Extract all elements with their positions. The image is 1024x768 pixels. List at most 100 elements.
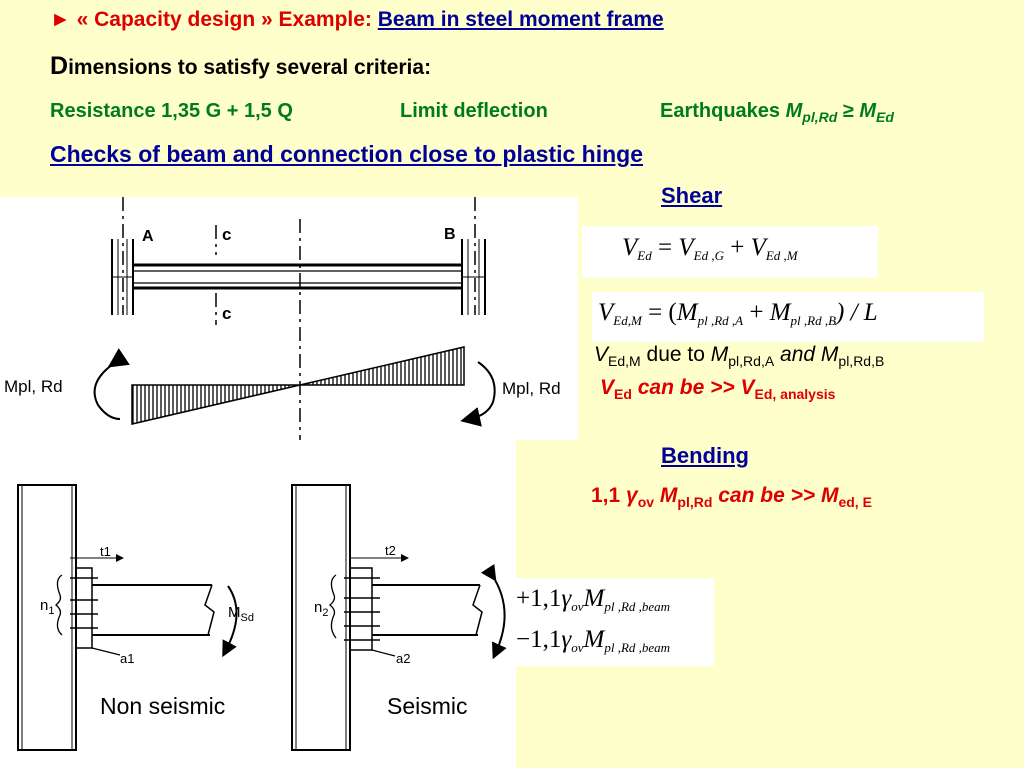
earthquakes-m1-sub: pl,Rd (802, 109, 838, 125)
bending-eq-plus: +1,1γovMpl ,Rd ,beam (516, 585, 670, 613)
eq2-lhs-sub: Ed,M (613, 313, 642, 328)
note1-due: due to (640, 343, 711, 366)
bending-factor: 1,1 (591, 484, 627, 507)
slide-subtitle: Dimensions to satisfy several criteria: (50, 52, 431, 81)
eq2-end: ) / L (836, 299, 878, 326)
eq2-m: M (676, 299, 698, 326)
eq2-v: V (598, 299, 614, 326)
beam-structure (111, 239, 486, 315)
shear-note-1: VEd,M due to Mpl,Rd,A and Mpl,Rd,B (594, 343, 885, 369)
shear-heading: Shear (661, 183, 723, 208)
section-lines (122, 197, 476, 440)
note1-mb-sub: pl,Rd,B (838, 353, 885, 369)
label-c-bottom: c (222, 304, 231, 323)
note2-v: V (600, 376, 615, 399)
eqp-gamma: γ (561, 585, 572, 612)
earthquakes-m2: M (859, 100, 877, 122)
moment-right-label: Mpl, Rd (502, 379, 561, 398)
eq1-equals: = (651, 234, 679, 261)
slide-title: ► « Capacity design » Example: Beam in s… (50, 8, 664, 32)
eqp-sub: pl ,Rd ,beam (604, 599, 671, 614)
eq1-vm-sub: Ed ,M (765, 248, 798, 263)
moment-left-label: Mpl, Rd (4, 377, 63, 396)
moment-diagram (131, 346, 465, 425)
shear-note-2: VEd can be >> VEd, analysis (600, 376, 836, 402)
title-link[interactable]: Beam in steel moment frame (377, 8, 664, 31)
bending-can: can be >> (712, 484, 821, 507)
bending-m2-sub: ed, E (838, 494, 872, 510)
eq1-v: V (622, 234, 638, 261)
note2-v2: V (740, 376, 755, 399)
subtitle-rest: imensions to satisfy several criteria: (68, 56, 432, 79)
earthquakes-prefix: Earthquakes (660, 100, 786, 122)
eqm-ov: ov (571, 640, 584, 655)
shear-equation-1-box (582, 226, 878, 278)
moment-sd-arrow-icon (222, 585, 238, 658)
connection-seismic (291, 484, 507, 751)
moment-arrow-left-icon (93, 348, 130, 420)
criterion-earthquakes: Earthquakes Mpl,Rd ≥ MEd (660, 100, 894, 125)
note1-m: M (710, 343, 729, 366)
criterion-deflection: Limit deflection (400, 100, 548, 122)
a1-label: a1 (120, 651, 134, 666)
bending-m2: M (820, 484, 839, 507)
earthquakes-ge: ≥ (837, 100, 860, 122)
note2-can: can be >> (631, 376, 741, 399)
eq1-vg-sub: Ed ,G (693, 248, 724, 263)
caption-non-seismic: Non seismic (100, 693, 226, 720)
subtitle-first-letter: D (50, 52, 69, 80)
eqp-ov: ov (571, 599, 584, 614)
eq1-plus: + (723, 234, 751, 261)
shear-equation-1: VEd = VEd ,G + VEd ,M (622, 234, 798, 262)
bending-eq-minus: −1,1γovMpl ,Rd ,beam (516, 626, 670, 654)
checks-heading: Checks of beam and connection close to p… (50, 141, 644, 167)
earthquakes-m2-sub: Ed (876, 109, 894, 125)
earthquakes-m1: M (785, 100, 803, 122)
t1-label: t1 (100, 544, 111, 559)
caption-seismic: Seismic (387, 693, 468, 720)
shear-equation-2-box (592, 292, 984, 342)
eq2-mb-sub: pl ,Rd ,B (790, 313, 837, 328)
connection-non-seismic (17, 484, 238, 751)
moment-seismic-arrow-icon (480, 563, 507, 660)
criterion-resistance: Resistance 1,35 G + 1,5 Q (50, 100, 293, 122)
label-b: B (444, 226, 456, 243)
shear-equation-2: VEd,M = (Mpl ,Rd ,A + Mpl ,Rd ,B) / L (598, 299, 878, 327)
note1-m2: M (820, 343, 839, 366)
bending-m: M (654, 484, 678, 507)
bending-m-sub: pl,Rd (677, 494, 713, 510)
eqm-gamma: γ (561, 626, 572, 653)
t2-label: t2 (385, 543, 396, 558)
bending-heading: Bending (661, 443, 749, 468)
eq2-ma-sub: pl ,Rd ,A (697, 313, 744, 328)
eq1-ed: Ed (637, 248, 652, 263)
a2-label: a2 (396, 651, 410, 666)
note1-and: and (774, 343, 821, 366)
eq2-plus: + (743, 299, 770, 326)
note1-v: V (594, 343, 609, 366)
moment-arrow-right-icon (460, 361, 496, 427)
eqp-sign: +1,1 (516, 585, 562, 612)
eq1-v2: V (678, 234, 694, 261)
eq1-v3: V (750, 234, 766, 261)
eq2-m2: M (769, 299, 791, 326)
n1-label: n1 (40, 597, 54, 617)
n2-label: n2 (314, 599, 328, 619)
bending-gamma-sub: ov (637, 494, 655, 510)
note2-v2-sub: Ed, analysis (754, 386, 836, 402)
bending-equations-box (514, 578, 714, 666)
eqm-m: M (583, 626, 605, 653)
eqm-sign: −1,1 (516, 626, 562, 653)
note2-v-sub: Ed (614, 386, 632, 402)
eqm-sub: pl ,Rd ,beam (604, 640, 671, 655)
label-c-top: c (222, 225, 231, 244)
note1-ma-sub: pl,Rd,A (728, 353, 775, 369)
msd-label: MSd (228, 604, 254, 624)
beam-diagram: A B c c Mpl, Rd Mpl, Rd (0, 197, 578, 440)
bending-line: 1,1 γov Mpl,Rd can be >> Med, E (591, 484, 872, 510)
bending-gamma: γ (626, 484, 638, 507)
title-prefix: ► « Capacity design » Example: (50, 8, 378, 31)
eq2-equals: = ( (641, 299, 677, 326)
label-a: A (142, 228, 154, 245)
eqp-m: M (583, 585, 605, 612)
